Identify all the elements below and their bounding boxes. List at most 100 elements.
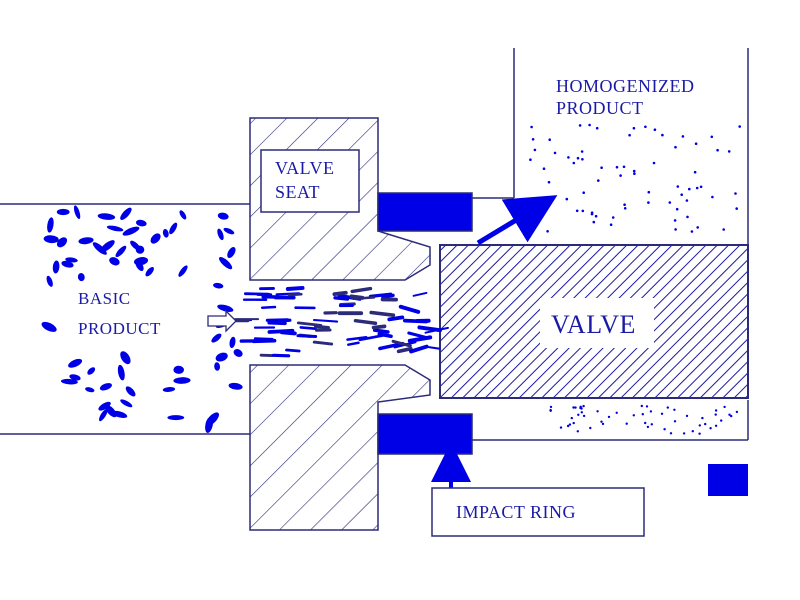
fine-particle — [734, 192, 737, 195]
particle-blob — [205, 416, 214, 433]
particle-blob — [173, 365, 184, 374]
fine-particle — [579, 406, 582, 410]
flow-streak — [312, 340, 334, 346]
particle-blob — [120, 399, 133, 408]
fine-particle — [644, 125, 647, 129]
particle-blob — [69, 374, 81, 381]
fine-particle — [641, 413, 644, 416]
particle-blob — [130, 240, 141, 251]
fine-particle — [699, 185, 703, 189]
fine-particle — [597, 179, 600, 182]
fine-particle — [685, 414, 689, 418]
valve-seat-upper: VALVE SEAT — [249, 117, 431, 281]
flow-streak — [312, 318, 339, 323]
fine-particle — [676, 185, 680, 188]
fine-particle — [596, 410, 599, 413]
particle-blob — [68, 358, 83, 368]
fine-particle — [576, 156, 580, 160]
fine-particle — [673, 408, 676, 411]
fine-particle — [704, 422, 707, 426]
fine-particle — [694, 142, 698, 145]
fine-particle — [633, 172, 636, 175]
fine-particle — [531, 138, 535, 141]
particle-blob — [217, 228, 224, 241]
fine-particle — [632, 414, 635, 417]
fine-particle — [625, 422, 628, 425]
fine-particle — [619, 174, 622, 177]
particle-blob — [211, 333, 222, 343]
fine-particle — [576, 430, 579, 433]
fine-particle — [650, 423, 653, 426]
particle-blob — [173, 377, 191, 384]
particle-blob — [178, 265, 188, 277]
gap-flow-streaks — [230, 286, 449, 358]
fine-particle — [575, 209, 579, 213]
homogenized-label-line1: HOMOGENIZED — [556, 76, 694, 96]
fine-particle — [548, 138, 551, 141]
flow-streak — [426, 345, 441, 350]
particle-blob — [41, 321, 57, 332]
fine-particle — [565, 197, 569, 201]
fine-particle — [691, 430, 694, 433]
particle-blob — [120, 351, 131, 365]
particle-blob — [125, 386, 136, 397]
flow-streak — [285, 286, 305, 291]
fine-particle — [582, 404, 585, 408]
particle-blob — [162, 228, 169, 238]
particle-blob — [60, 378, 78, 385]
particle-blob — [43, 235, 59, 244]
flow-streak — [278, 318, 292, 323]
fine-particle — [693, 170, 697, 174]
flow-streak — [267, 320, 287, 326]
fine-particle — [660, 412, 664, 415]
fine-particle — [553, 151, 557, 155]
basic-product-label: BASIC PRODUCT — [66, 282, 237, 350]
particle-blob — [78, 237, 94, 245]
fine-particle — [530, 125, 533, 129]
fine-particle — [645, 405, 649, 408]
fine-particle — [632, 169, 636, 173]
flow-streak — [251, 338, 277, 344]
particle-blob — [46, 275, 53, 287]
flow-streak — [353, 318, 378, 325]
particle-blob — [145, 267, 154, 277]
fine-particle — [666, 406, 669, 409]
fine-particle — [698, 432, 701, 435]
fine-particle — [709, 427, 712, 430]
flow-streak — [387, 315, 405, 322]
flow-streak — [417, 325, 442, 333]
fine-particle — [695, 186, 699, 190]
fine-particle — [615, 165, 619, 169]
fine-particle — [582, 414, 586, 418]
arrow-up-right-icon — [476, 195, 558, 246]
basic-product-label-line2: PRODUCT — [78, 319, 161, 338]
fine-particle — [590, 212, 594, 216]
particle-blob — [179, 210, 187, 220]
fine-particle — [673, 219, 677, 222]
valve: VALVE — [439, 244, 749, 399]
fine-particle — [609, 223, 613, 226]
impact-ring-label: IMPACT RING — [456, 502, 576, 522]
fine-particle — [566, 424, 570, 428]
homogenized-label-line2: PRODUCT — [556, 98, 644, 118]
particle-blob — [117, 364, 125, 381]
fine-particle — [578, 124, 582, 127]
particle-blob — [213, 282, 224, 289]
fine-particle — [595, 126, 599, 130]
fine-particle — [572, 406, 575, 409]
particle-blob — [98, 401, 111, 411]
particle-blob — [233, 349, 243, 357]
impact-ring-label-box — [431, 487, 645, 537]
fine-particle — [568, 423, 572, 426]
fine-particle — [649, 410, 653, 413]
fine-particle — [735, 207, 738, 210]
flow-streak — [260, 305, 277, 309]
fine-particle — [661, 133, 664, 137]
fine-particle — [572, 421, 575, 425]
fine-particle — [722, 228, 725, 231]
fine-particle — [559, 426, 563, 429]
flow-streak — [369, 310, 396, 317]
flow-streak — [299, 326, 317, 330]
fine-particle — [735, 410, 739, 414]
